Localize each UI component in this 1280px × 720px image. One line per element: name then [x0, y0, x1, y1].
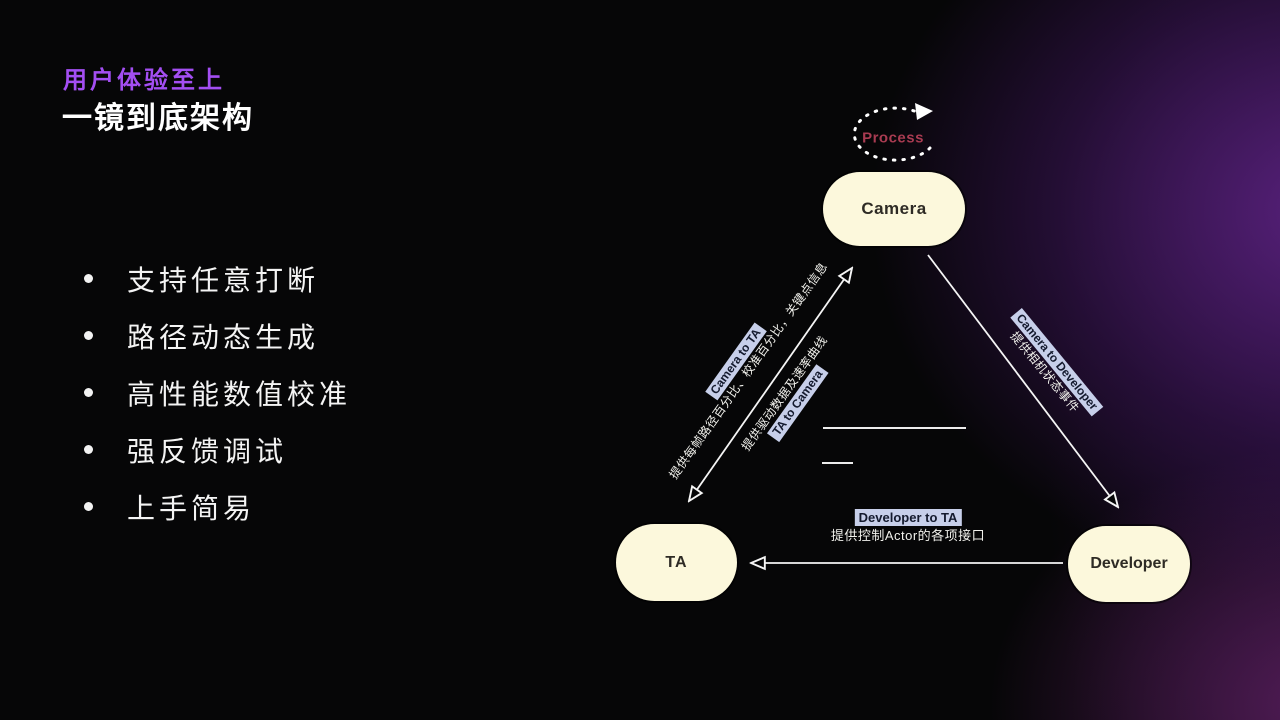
- edge-label-developer-to-ta: Developer to TA 提供控制Actor的各项接口: [831, 509, 985, 545]
- bullet-item: 上手简易: [84, 478, 351, 535]
- edge-line-ta-camera: [689, 268, 852, 501]
- process-label: Process: [862, 129, 924, 147]
- bullet-dot-icon: [84, 388, 93, 397]
- edge-tag-developer-to-ta: Developer to TA: [854, 509, 962, 526]
- process-arrowhead-icon: [915, 103, 933, 120]
- bullet-text: 上手简易: [127, 492, 256, 524]
- bullet-text: 路径动态生成: [127, 321, 320, 353]
- bullet-item: 支持任意打断: [84, 250, 351, 307]
- bullet-dot-icon: [84, 274, 93, 283]
- node-ta: TA: [616, 524, 737, 601]
- process-loop-icon: [852, 106, 932, 162]
- bullet-text: 高性能数值校准: [127, 378, 352, 410]
- bullet-text: 支持任意打断: [127, 264, 320, 296]
- node-developer: Developer: [1068, 526, 1190, 602]
- bullet-text: 强反馈调试: [127, 435, 288, 467]
- bullet-dot-icon: [84, 445, 93, 454]
- bullet-dot-icon: [84, 331, 93, 340]
- node-camera: Camera: [823, 172, 965, 246]
- bullet-list: 支持任意打断 路径动态生成 高性能数值校准 强反馈调试 上手简易: [84, 250, 351, 535]
- bullet-item: 高性能数值校准: [84, 364, 351, 421]
- page-title: 一镜到底架构: [62, 102, 254, 135]
- kicker: 用户体验至上: [63, 67, 225, 94]
- edge-desc-developer-to-ta: 提供控制Actor的各项接口: [830, 528, 986, 543]
- bullet-dot-icon: [84, 502, 93, 511]
- edge-line-camera-developer: [927, 254, 1118, 507]
- bullet-item: 强反馈调试: [84, 421, 351, 478]
- bullet-item: 路径动态生成: [84, 307, 351, 364]
